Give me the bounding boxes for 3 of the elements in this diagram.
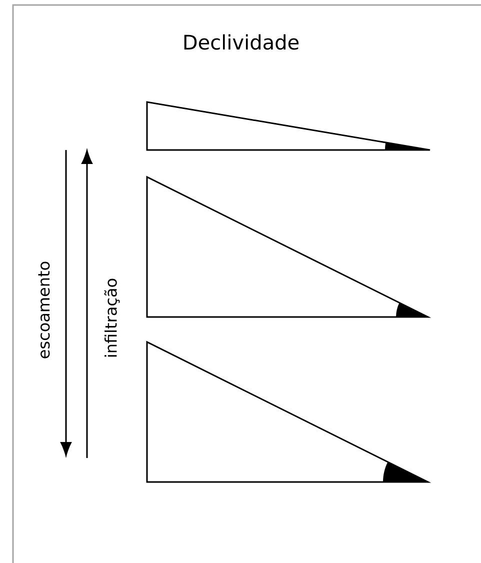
axis-label: escoamento xyxy=(38,262,50,358)
axis-label: infiltração xyxy=(104,278,120,357)
title: Declividade xyxy=(184,34,299,50)
